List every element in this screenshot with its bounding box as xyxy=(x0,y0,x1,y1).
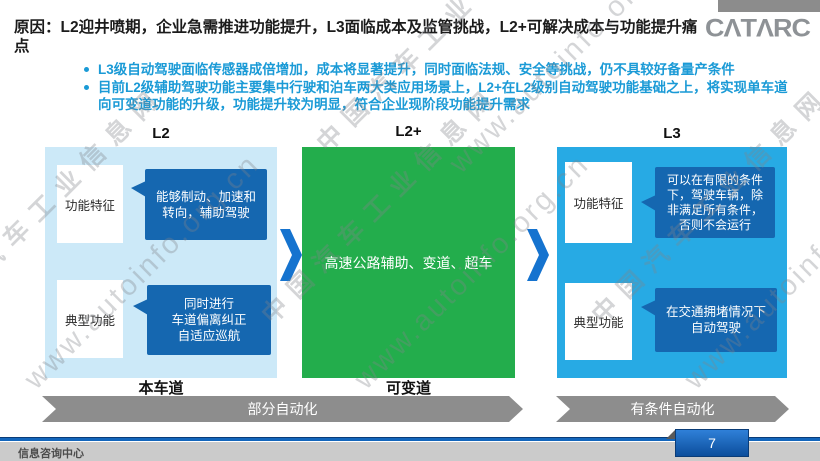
l3-feature-bubble: 可以在有限的条件 下，驾驶车辆，除 非满足所有条件， 否则不会运行 xyxy=(641,167,775,238)
l3-typical-label-box: 典型功能 xyxy=(565,283,632,360)
bullet-dot-icon xyxy=(84,67,89,72)
bubble-tail xyxy=(641,195,656,211)
top-right-accent-bar xyxy=(718,0,820,12)
l2-typical-label-box: 典型功能 xyxy=(57,280,123,358)
l2-feature-bubble: 能够制动、加速和 转向，辅助驾驶 xyxy=(131,169,267,240)
l3-typical-bubble-text: 在交通拥堵情况下 自动驾驶 xyxy=(665,305,766,335)
bullet-text: L3级自动驾驶面临传感器成倍增加，成本将显著提升，同时面临法规、安全等挑战，仍不… xyxy=(98,62,735,77)
l2-typical-bubble: 同时进行 车道偏离纠正 自适应巡航 xyxy=(133,285,271,355)
bullet-item: L3级自动驾驶面临传感器成倍增加，成本将显著提升，同时面临法规、安全等挑战，仍不… xyxy=(84,61,798,78)
l3-panel: 功能特征 可以在有限的条件 下，驾驶车辆，除 非满足所有条件， 否则不会运行 典… xyxy=(557,147,787,378)
footer-bar xyxy=(0,442,820,461)
bullet-text: 目前L2级辅助驾驶功能主要集中行驶和泊车两大类应用场景上，L2+在L2级别自动驾… xyxy=(98,80,788,112)
l3-feature-label-box: 功能特征 xyxy=(565,162,632,243)
partial-automation-banner: 部分自动化 xyxy=(42,396,523,422)
l2plus-column-label: L2+ xyxy=(395,123,422,140)
l2-feature-bubble-text: 能够制动、加速和 转向，辅助驾驶 xyxy=(155,189,256,220)
chevron-right-icon xyxy=(527,229,549,281)
bubble-tail xyxy=(131,181,146,197)
chevron-right-icon xyxy=(280,229,302,281)
bullet-list: L3级自动驾驶面临传感器成倍增加，成本将显著提升，同时面临法规、安全等挑战，仍不… xyxy=(84,61,798,114)
bullet-dot-icon xyxy=(84,85,89,90)
l2-column-label: L2 xyxy=(152,125,170,142)
footer-org-label: 信息咨询中心 xyxy=(18,448,84,460)
conditional-automation-banner: 有条件自动化 xyxy=(556,396,789,422)
l2plus-panel: 高速公路辅助、变道、超车 xyxy=(302,147,515,378)
page-title: 原因：L2迎井喷期，企业急需推进功能提升，L3面临成本及监管挑战，L2+可解决成… xyxy=(14,19,698,56)
l2-feature-label-box: 功能特征 xyxy=(57,165,123,243)
l2plus-lane-label: 可变道 xyxy=(385,380,431,397)
page-number-notch xyxy=(666,430,675,439)
l3-feature-bubble-text: 可以在有限的条件 下，驾驶车辆，除 非满足所有条件， 否则不会运行 xyxy=(666,172,763,232)
l2-typical-bubble-text: 同时进行 车道偏离纠正 自适应巡航 xyxy=(171,297,247,343)
page-number: 7 xyxy=(675,429,749,457)
catarc-logo: CΛTΛRC xyxy=(705,14,811,42)
footer-accent-line xyxy=(0,437,820,441)
l2-panel: 功能特征 能够制动、加速和 转向，辅助驾驶 典型功能 同时进行 车道偏离纠正 自… xyxy=(45,147,277,378)
bubble-tail xyxy=(641,300,656,316)
bubble-tail xyxy=(133,299,148,315)
bullet-item: 目前L2级辅助驾驶功能主要集中行驶和泊车两大类应用场景上，L2+在L2级别自动驾… xyxy=(84,79,798,113)
l3-typical-bubble: 在交通拥堵情况下 自动驾驶 xyxy=(641,288,777,352)
l3-column-label: L3 xyxy=(663,125,681,142)
l2-lane-label: 本车道 xyxy=(138,380,184,397)
